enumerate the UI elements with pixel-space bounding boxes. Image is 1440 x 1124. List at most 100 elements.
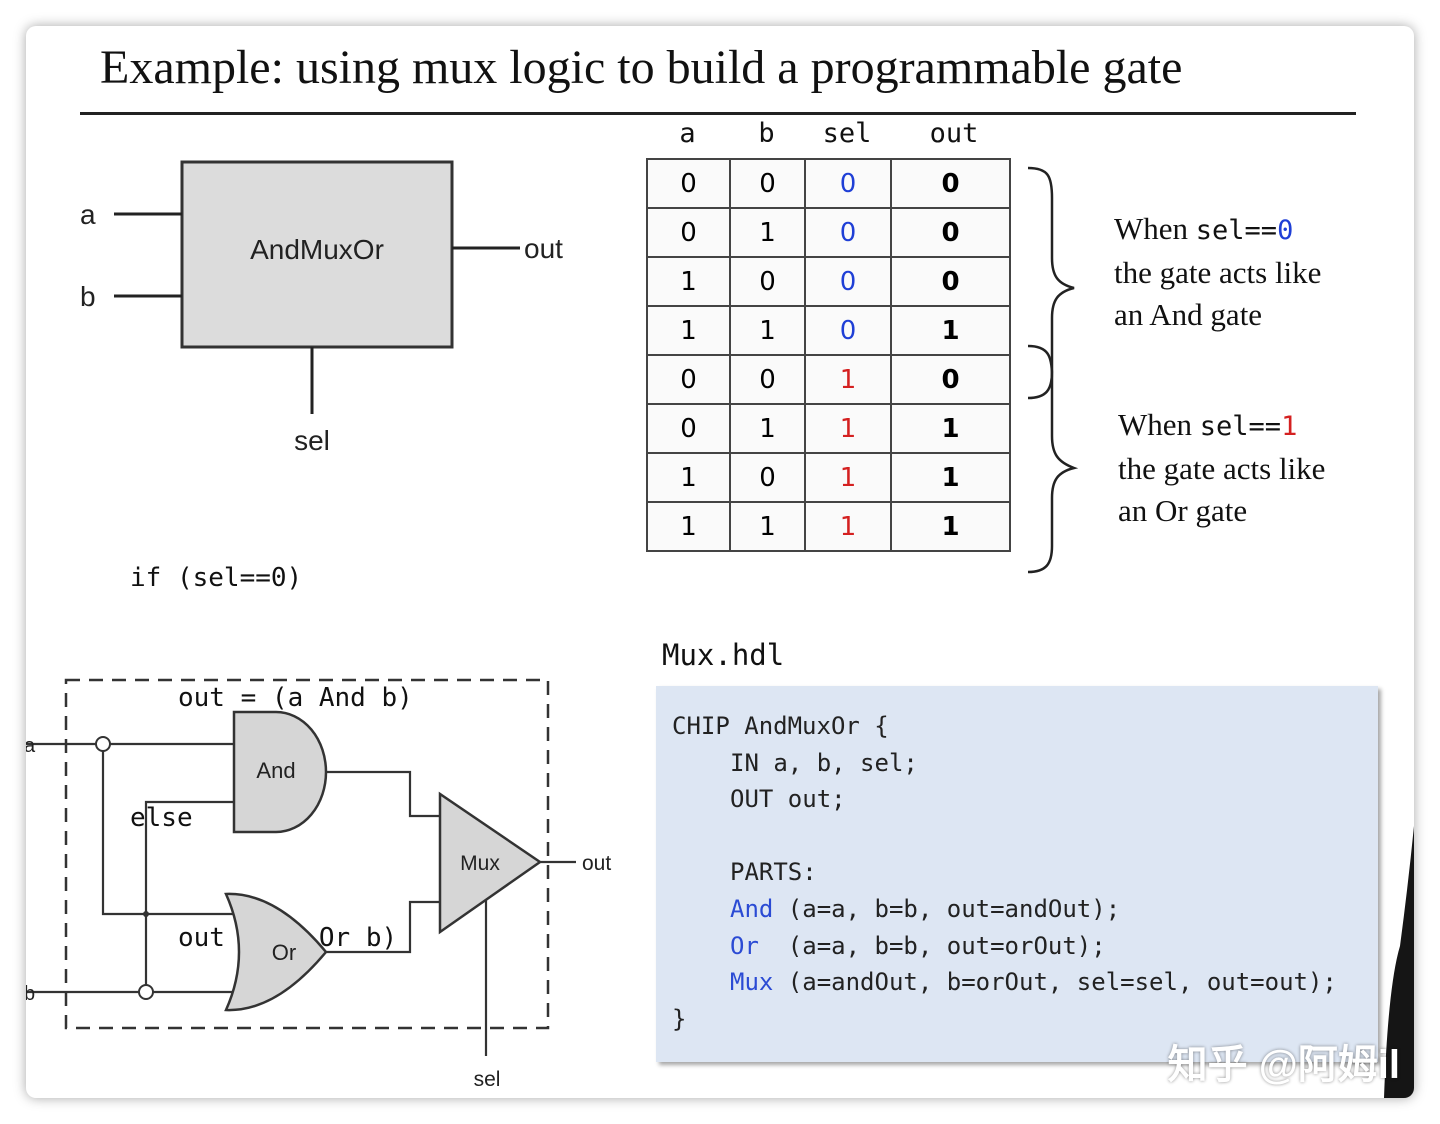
hdl-or-keyword: Or — [730, 931, 759, 960]
junction-a — [95, 736, 111, 752]
cell-sel: 1 — [804, 403, 892, 454]
th-out: out — [929, 118, 979, 149]
hdl-and-args: (a=a, b=b, out=andOut); — [773, 894, 1121, 923]
title-divider — [80, 112, 1356, 115]
note1-expr: sel== — [1199, 411, 1282, 442]
and-label: And — [256, 758, 295, 783]
cell-out: 0 — [890, 158, 1011, 209]
note0-expr: sel== — [1195, 215, 1278, 246]
andmuxor-box — [180, 160, 454, 349]
hdl-mux-keyword: Mux — [730, 968, 774, 997]
cell-b: 1 — [729, 403, 806, 454]
hdl-line-chip: CHIP AndMuxOr { — [672, 712, 889, 740]
brace-group — [1027, 166, 1079, 574]
cell-out: 0 — [890, 256, 1011, 307]
hdl-and-keyword: And — [730, 894, 774, 923]
hdl-code: CHIP AndMuxOr { IN a, b, sel; OUT out; PAR… — [672, 708, 1337, 1037]
block-label-out: out — [524, 233, 563, 264]
cell-sel: 0 — [804, 256, 892, 307]
cell-sel: 1 — [804, 452, 892, 503]
slide: Example: using mux logic to build a prog… — [26, 26, 1414, 1098]
note0-value: 0 — [1277, 215, 1294, 246]
hdl-line-out: OUT out; — [730, 785, 846, 814]
presenter-silhouette — [1384, 826, 1414, 1098]
cell-b: 1 — [729, 305, 806, 356]
cell-a: 0 — [646, 354, 731, 405]
cell-a: 0 — [646, 158, 731, 209]
th-sel: sel — [822, 118, 872, 149]
wire-and-to-mux — [326, 770, 440, 818]
block-label-sel: sel — [294, 425, 330, 456]
cell-a: 1 — [646, 452, 731, 503]
hdl-line-or: Or (a=a, b=b, out=orOut); — [672, 928, 1337, 965]
note0-line3: an And gate — [1114, 297, 1263, 332]
hdl-mux-args: (a=andOut, b=orOut, sel=sel, out=out); — [773, 968, 1337, 997]
cell-out: 1 — [890, 501, 1011, 552]
cell-a: 1 — [646, 256, 731, 307]
th-a: a — [679, 118, 696, 149]
note1-value: 1 — [1281, 411, 1298, 442]
wire-or-to-mux — [326, 900, 440, 954]
circuit-diagram: And Or Mux out sel a b — [26, 678, 611, 1091]
block-label-b: b — [80, 281, 96, 312]
slide-title: Example: using mux logic to build a prog… — [100, 41, 1183, 94]
note-sel1: When sel==1 the gate acts like an Or gat… — [1118, 404, 1325, 532]
cell-sel: 0 — [804, 158, 892, 209]
hdl-line-parts: PARTS: — [730, 858, 817, 887]
circuit-boundary — [64, 678, 550, 1030]
hdl-line-close: } — [672, 1004, 687, 1033]
mux-gate — [438, 791, 543, 935]
hdl-or-args: (a=a, b=b, out=orOut); — [758, 931, 1106, 960]
block-label-a: a — [80, 199, 96, 230]
cell-a: 1 — [646, 501, 731, 552]
cell-a: 1 — [646, 305, 731, 356]
pseudo-line-3: else — [130, 803, 193, 833]
cell-b: 1 — [729, 207, 806, 258]
crossing-dot — [143, 911, 149, 917]
circuit-out-label: out — [582, 852, 611, 875]
cell-b: 0 — [729, 452, 806, 503]
wire-b-to-and — [144, 800, 234, 992]
note-sel0: When sel==0 the gate acts like an And ga… — [1114, 208, 1321, 336]
cell-sel: 1 — [804, 354, 892, 405]
note1-line3: an Or gate — [1118, 493, 1248, 528]
cell-out: 0 — [890, 207, 1011, 258]
or-label: Or — [272, 940, 296, 965]
cell-out: 1 — [890, 452, 1011, 503]
circuit-b-label: b — [26, 983, 35, 1005]
cell-out: 0 — [890, 354, 1011, 405]
circuit-sel-label: sel — [474, 1068, 501, 1091]
wire-a-to-or — [101, 744, 262, 916]
pseudo-line-1: if (sel==0) — [130, 563, 303, 593]
cell-out: 1 — [890, 403, 1011, 454]
truth-table-header: a b sel out — [646, 118, 1018, 152]
mux-label: Mux — [460, 852, 500, 875]
note1-when: When — [1118, 407, 1200, 442]
watermark: 知乎 @阿姆il — [1167, 1043, 1400, 1087]
note0-when: When — [1114, 211, 1196, 246]
hdl-line-in: IN a, b, sel; — [730, 748, 918, 777]
block-diagram: AndMuxOr a b out sel — [80, 160, 563, 456]
block-name: AndMuxOr — [250, 234, 384, 265]
pseudo-line-2: out = (a And b) — [178, 683, 413, 713]
hdl-line-mux: Mux (a=andOut, b=orOut, sel=sel, out=out… — [672, 964, 1337, 1001]
brace-sel1 — [1027, 344, 1079, 574]
or-gate — [224, 892, 328, 1012]
cell-sel: 0 — [804, 207, 892, 258]
junction-b — [138, 984, 154, 1000]
cell-sel: 0 — [804, 305, 892, 356]
hdl-line-and: And (a=a, b=b, out=andOut); — [672, 891, 1337, 928]
cell-sel: 1 — [804, 501, 892, 552]
and-gate — [232, 710, 328, 834]
cell-b: 0 — [729, 256, 806, 307]
note1-line2: the gate acts like — [1118, 451, 1326, 486]
cell-a: 0 — [646, 207, 731, 258]
cell-out: 1 — [890, 305, 1011, 356]
